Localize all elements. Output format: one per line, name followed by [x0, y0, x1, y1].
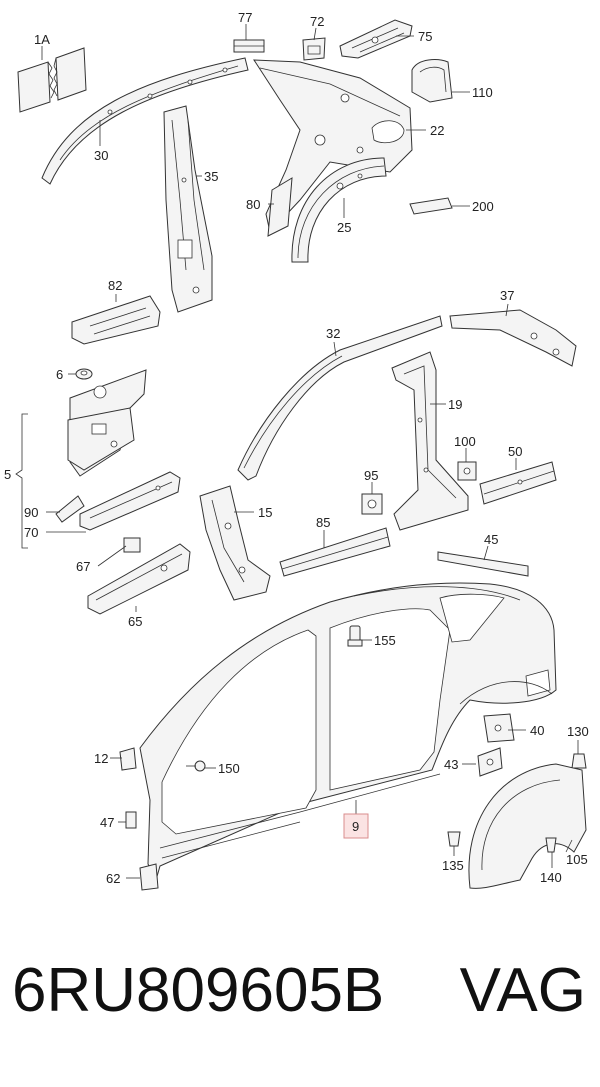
part-40-bracket: [483, 713, 515, 743]
part-25-wheelhouse: [291, 157, 387, 263]
callout-30: 30: [94, 148, 108, 163]
callout-35: 35: [204, 169, 218, 184]
callout-9: 9: [352, 819, 359, 834]
callout-70: 70: [24, 525, 38, 540]
part-110-bracket: [411, 59, 453, 103]
callout-43: 43: [444, 757, 458, 772]
part-35-pillar: [163, 105, 213, 313]
callout-75: 75: [418, 29, 432, 44]
part-37-rail: [449, 309, 577, 367]
part-82-insulation: [71, 295, 161, 345]
callout-72: 72: [310, 14, 324, 29]
part-62-bracket: [139, 863, 159, 891]
callout-85: 85: [316, 515, 330, 530]
part-80-strip: [267, 177, 293, 237]
callout-19: 19: [448, 397, 462, 412]
callout-32: 32: [326, 326, 340, 341]
part-75-reinforcement: [339, 19, 413, 59]
brand-name: VAG: [459, 956, 586, 1025]
part-19-b-pillar: [391, 351, 469, 531]
part-105-wheel-liner: [468, 763, 587, 889]
leader-lines: [41, 24, 579, 879]
part-200-strip: [409, 197, 453, 215]
part-67-bracket: [123, 537, 141, 553]
callout-80: 80: [246, 197, 260, 212]
callout-62: 62: [106, 871, 120, 886]
part-47-clip: [125, 811, 137, 829]
part-9-side-panel: [139, 582, 557, 882]
callout-67: 67: [76, 559, 90, 574]
part-32-roof-frame: [237, 315, 443, 481]
callout-labels: 1A 77 72 75 110 30 35 22 80 25 200 82 37…: [4, 10, 589, 886]
callout-5: 5: [4, 467, 11, 482]
part-77-bracket: [233, 39, 265, 53]
part-135-clip: [447, 831, 461, 847]
part-22-quarter-inner: [253, 59, 413, 234]
part-12-bracket: [119, 747, 137, 771]
callout-200: 200: [472, 199, 494, 214]
part-15-a-pillar-lower: [199, 485, 271, 601]
part-95-bracket: [361, 493, 383, 515]
callout-82: 82: [108, 278, 122, 293]
part-70-member: [79, 471, 181, 531]
part-72-bracket: [302, 37, 326, 61]
part-65-member: [87, 543, 191, 615]
part-90-bracket: [55, 495, 85, 523]
part-30-roof-rail: [41, 57, 249, 185]
part-number: 6RU809605B: [12, 956, 385, 1025]
callout-90: 90: [24, 505, 38, 520]
part-45-strip: [437, 551, 529, 577]
part-100-bracket: [457, 461, 477, 481]
group-5-brace: [15, 413, 28, 549]
callout-140: 140: [540, 870, 562, 885]
callout-105: 105: [566, 852, 588, 867]
part-130-clip: [571, 753, 587, 769]
callout-25: 25: [337, 220, 351, 235]
callout-100: 100: [454, 434, 476, 449]
callout-150: 150: [218, 761, 240, 776]
callout-40: 40: [530, 723, 544, 738]
part-43-bracket: [477, 747, 503, 777]
part-5-a-pillar-group: [67, 369, 147, 477]
callout-37: 37: [500, 288, 514, 303]
callout-6: 6: [56, 367, 63, 382]
parts-diagram: 1A 77 72 75 110 30 35 22 80 25 200 82 37…: [4, 10, 589, 891]
part-140-screw: [545, 837, 557, 853]
part-6-grommet: [75, 368, 93, 380]
part-50-member: [479, 461, 557, 505]
callout-65: 65: [128, 614, 142, 629]
callout-22: 22: [430, 123, 444, 138]
callout-135: 135: [442, 858, 464, 873]
callout-12: 12: [94, 751, 108, 766]
part-150-bolt: [186, 760, 206, 772]
highlight-box-9: [343, 813, 369, 839]
callout-45: 45: [484, 532, 498, 547]
callout-1a: 1A: [34, 32, 50, 47]
part-85-sill: [279, 527, 391, 577]
part-155-clip: [347, 625, 363, 647]
callout-77: 77: [238, 10, 252, 25]
callout-110: 110: [472, 85, 493, 100]
part-1a-sheet: [17, 47, 87, 113]
callout-155: 155: [374, 633, 396, 648]
callout-130: 130: [567, 724, 589, 739]
callout-50: 50: [508, 444, 522, 459]
callout-15: 15: [258, 505, 272, 520]
callout-95: 95: [364, 468, 378, 483]
footer: 6RU809605B VAG: [0, 955, 600, 1065]
callout-47: 47: [100, 815, 114, 830]
